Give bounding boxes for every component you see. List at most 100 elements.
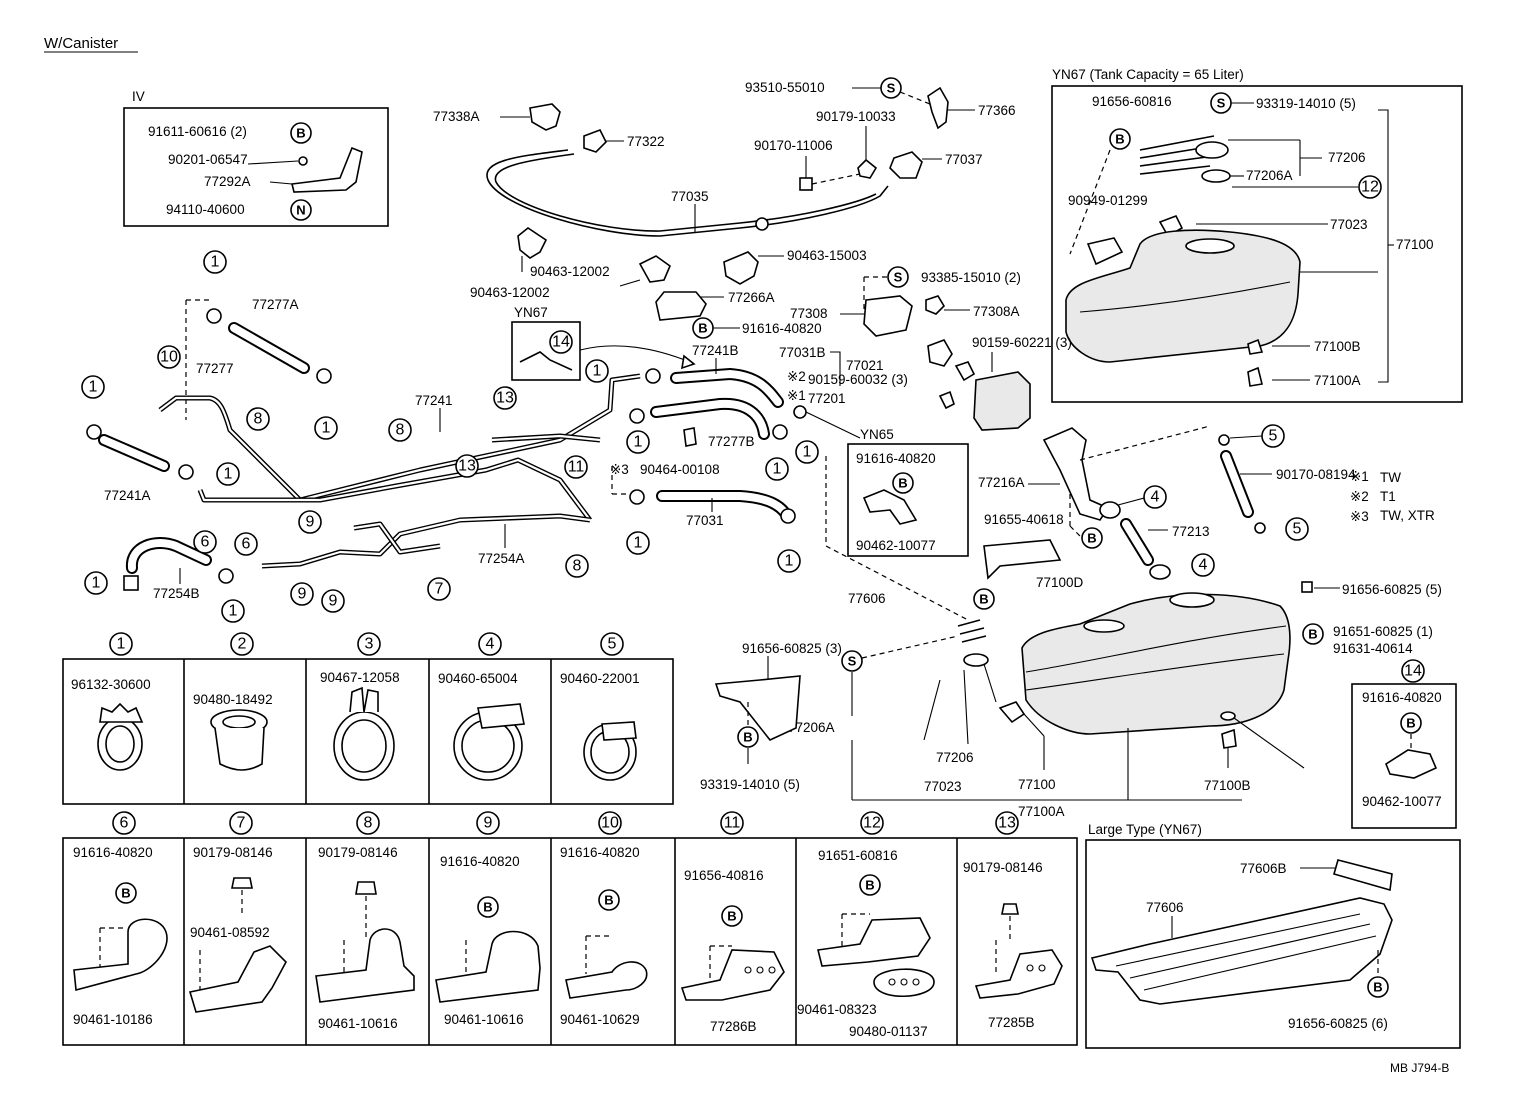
pipe-77241	[159, 374, 641, 502]
part-label: 77308A	[973, 304, 1020, 319]
part-label: 93319-14010 (5)	[1256, 96, 1356, 111]
part-label: 93510-55010	[745, 80, 825, 95]
part-label: 77254A	[478, 551, 525, 566]
badge-letter: B	[898, 476, 907, 491]
pipe-clamp-icon	[435, 930, 541, 1003]
svg-text:4: 4	[1151, 489, 1160, 506]
connector-77037-icon	[889, 151, 923, 179]
nut-badge-icon	[290, 199, 312, 221]
pipe-clamp-icon	[188, 945, 287, 1013]
part-label: 77277A	[252, 297, 299, 312]
svg-text:7: 7	[435, 581, 444, 598]
svg-text:11: 11	[724, 815, 741, 832]
drain-plug-icon	[1247, 366, 1263, 387]
svg-text:11: 11	[568, 459, 585, 476]
clip-icon	[316, 368, 332, 384]
svg-text:1: 1	[211, 254, 220, 271]
svg-text:5: 5	[608, 636, 617, 653]
note-mark: ※1	[1350, 469, 1369, 484]
part-label: 90463-12002	[530, 264, 610, 279]
pipe-clamp-icon	[315, 928, 415, 1003]
badge-letter: B	[1373, 980, 1382, 995]
bolt-badge-icon	[721, 905, 743, 927]
inset-yn67-tank: YN67 (Tank Capacity = 65 Liter) 91656-60…	[1051, 67, 1463, 403]
fitting-icon	[998, 701, 1026, 724]
part-label: 90467-12058	[320, 670, 400, 685]
nut-icon	[1001, 903, 1019, 915]
bolt-badge-icon	[598, 889, 620, 911]
part-label: 77031B	[779, 345, 826, 360]
svg-text:1: 1	[117, 636, 126, 653]
part-label: 77606B	[1240, 861, 1287, 876]
grommet-icon	[954, 361, 976, 382]
bolt-icon	[355, 881, 377, 895]
part-label: 90179-08146	[963, 860, 1043, 875]
inset-yn67-title: YN67 (Tank Capacity = 65 Liter)	[1052, 67, 1244, 82]
part-label: 77241B	[692, 343, 739, 358]
part-label: 77606	[1146, 900, 1184, 915]
svg-text:1: 1	[803, 444, 812, 461]
part-label: 90179-08146	[318, 845, 398, 860]
filler-pipe-77201-icon	[1042, 427, 1110, 521]
inset-yn65-title: YN65	[860, 427, 894, 442]
pipe-77254	[261, 514, 591, 568]
badge-letter: B	[979, 592, 988, 607]
clip-icon	[123, 575, 139, 591]
badge-letter: N	[296, 203, 305, 218]
pipe-clamp-icon	[565, 961, 648, 999]
badge-letter: B	[698, 321, 707, 336]
badge-letter: S	[887, 81, 896, 96]
clamp-icon	[1099, 501, 1121, 519]
multi-pipe-clamp-icon	[680, 949, 785, 1001]
part-label: 77213	[1172, 524, 1210, 539]
svg-text:12: 12	[863, 815, 881, 832]
cushion-icon	[873, 968, 935, 998]
bracket-77292a-icon	[291, 146, 363, 193]
legend-row-1: 1 2 3 4 5 96132-30600 90480-18492 90467-…	[62, 632, 674, 805]
fuel-tank-icon	[1021, 593, 1291, 735]
part-label: 93319-14010 (5)	[700, 777, 800, 792]
part-label: 77286B	[710, 1019, 757, 1034]
bracket-77338a-icon	[529, 103, 561, 131]
part-label: 91616-40820	[73, 845, 153, 860]
note-mark: ※3	[610, 462, 629, 477]
part-label: 91616-40820	[1362, 690, 1442, 705]
clip-icon	[206, 308, 222, 324]
svg-text:6: 6	[120, 815, 129, 832]
svg-text:5: 5	[1293, 521, 1302, 538]
part-label: 90949-01299	[1068, 193, 1148, 208]
callout-12-icon	[1358, 175, 1382, 199]
note-text: T1	[1380, 489, 1396, 504]
svg-text:8: 8	[573, 558, 582, 575]
part-label: 90159-60032 (3)	[808, 372, 908, 387]
clamp-icon	[1385, 749, 1438, 779]
note-mark: ※1	[787, 388, 806, 403]
svg-text:2: 2	[238, 636, 247, 653]
part-label: 91616-40820	[856, 451, 936, 466]
part-label: 77023	[924, 779, 962, 794]
part-label: 90460-22001	[560, 671, 640, 686]
badge-letter: S	[848, 654, 857, 669]
washer-icon	[298, 156, 308, 166]
part-label: 90462-10077	[1362, 794, 1442, 809]
part-label: 77266A	[728, 290, 775, 305]
svg-text:1: 1	[785, 553, 794, 570]
bolt-badge-icon	[477, 896, 499, 918]
clamp-90463-12002-icon	[638, 255, 671, 283]
pipe-77241-return	[198, 458, 591, 521]
svg-text:1: 1	[92, 575, 101, 592]
pipe-callouts: 1 10 1 8 1 1 8 6 6 9 9 9 1 1 7 8 13 13 1…	[81, 250, 819, 623]
badge-letter: B	[1406, 716, 1415, 731]
part-label: 91656-60825 (5)	[1342, 582, 1442, 597]
clamp-90463-12002-icon	[517, 227, 548, 259]
inset-yn67-small: YN67 14	[511, 305, 696, 381]
part-label: 77100B	[1314, 339, 1361, 354]
part-label: 91651-60825 (1)	[1333, 624, 1433, 639]
note-mark: ※3	[1350, 509, 1369, 524]
drain-plug-icon	[1221, 728, 1237, 749]
screw-badge-icon	[841, 650, 863, 672]
part-label: 90159-60221 (3)	[972, 335, 1072, 350]
svg-text:10: 10	[160, 349, 178, 366]
note-text: TW	[1380, 470, 1401, 485]
part-label: 90461-10616	[318, 1016, 398, 1031]
